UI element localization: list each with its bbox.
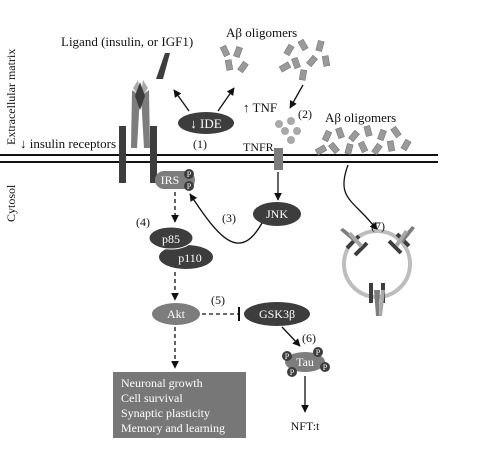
- insulin-receptor: [119, 80, 157, 183]
- tnf-label: ↑ TNF: [243, 100, 277, 115]
- ligand-label: Ligand (insulin, or IGF1): [61, 34, 193, 49]
- step-3-label: (3): [222, 211, 236, 225]
- p85-label: p85: [162, 232, 180, 246]
- step-4-label: (4): [136, 215, 150, 229]
- tnfr-receptor: [274, 148, 283, 170]
- extracellular-label: Extracellular matrix: [4, 49, 18, 145]
- abeta-oligomers-top-label: Aβ oligomers: [226, 25, 297, 40]
- arrow-abeta-to-tnf: [289, 84, 304, 109]
- tau-protein: [285, 352, 325, 372]
- akt-label: Akt: [167, 307, 186, 321]
- tnfr-label: TNFR: [243, 140, 274, 154]
- ide-label: ↓ IDE: [190, 116, 221, 131]
- p110-label: p110: [178, 251, 202, 265]
- p110-subunit: [159, 245, 213, 269]
- arrow-ide-to-abeta: [217, 87, 235, 112]
- svg-text:P: P: [285, 352, 290, 361]
- irs-phospho-2-label: P: [187, 182, 192, 191]
- cell-membrane: [0, 154, 438, 163]
- gsk3b-kinase: [244, 302, 310, 326]
- abeta-cluster-top-right: [278, 38, 331, 81]
- step-7-label: (7): [371, 219, 385, 233]
- jnk-kinase: [253, 202, 301, 226]
- ide-enzyme: [178, 112, 234, 134]
- vesicle-receptors: [340, 226, 415, 316]
- gsk3b-label: GSK3β: [259, 307, 295, 321]
- step-6-label: (6): [302, 331, 316, 345]
- outcome-1: Neuronal growth: [121, 376, 203, 390]
- outcome-3: Synaptic plasticity: [121, 406, 210, 420]
- svg-text:P: P: [316, 348, 321, 357]
- step-5-label: (5): [211, 293, 225, 307]
- abeta-cluster-right: [314, 125, 412, 156]
- irs-phospho-2: [184, 181, 194, 191]
- svg-text:P: P: [290, 368, 295, 377]
- arrow-internalization: [343, 164, 378, 231]
- insulin-receptors-label: ↓ insulin receptors: [20, 136, 116, 151]
- cytosol-label: Cytosol: [4, 184, 18, 222]
- tnf-molecules: [275, 117, 301, 144]
- arrow-ide-to-ligand: [173, 89, 190, 112]
- jnk-label: JNK: [266, 207, 288, 221]
- tau-phosphates: P P P P: [282, 347, 330, 377]
- irs-phospho-1-label: P: [187, 170, 192, 179]
- p85-subunit: [148, 226, 194, 250]
- outcome-4: Memory and learning: [121, 421, 225, 435]
- outcomes-box: [113, 372, 246, 438]
- abeta-cluster-top: [219, 44, 249, 74]
- arrow-jnk-to-irs: [189, 193, 263, 244]
- irs-phospho-1: [184, 169, 194, 179]
- outcome-2: Cell survival: [121, 391, 183, 405]
- akt-kinase: [152, 303, 200, 325]
- step-2-label: (2): [298, 107, 312, 121]
- arrow-gsk3b-to-tau: [281, 326, 301, 347]
- tau-label: Tau: [296, 355, 314, 369]
- ligand-shape: [156, 53, 170, 79]
- step-1-label: (1): [193, 137, 207, 151]
- nft-label: NFT:t: [291, 419, 320, 433]
- abeta-oligomers-right-label: Aβ oligomers: [325, 110, 396, 125]
- irs-label: IRS: [161, 173, 180, 187]
- svg-text:P: P: [323, 363, 328, 372]
